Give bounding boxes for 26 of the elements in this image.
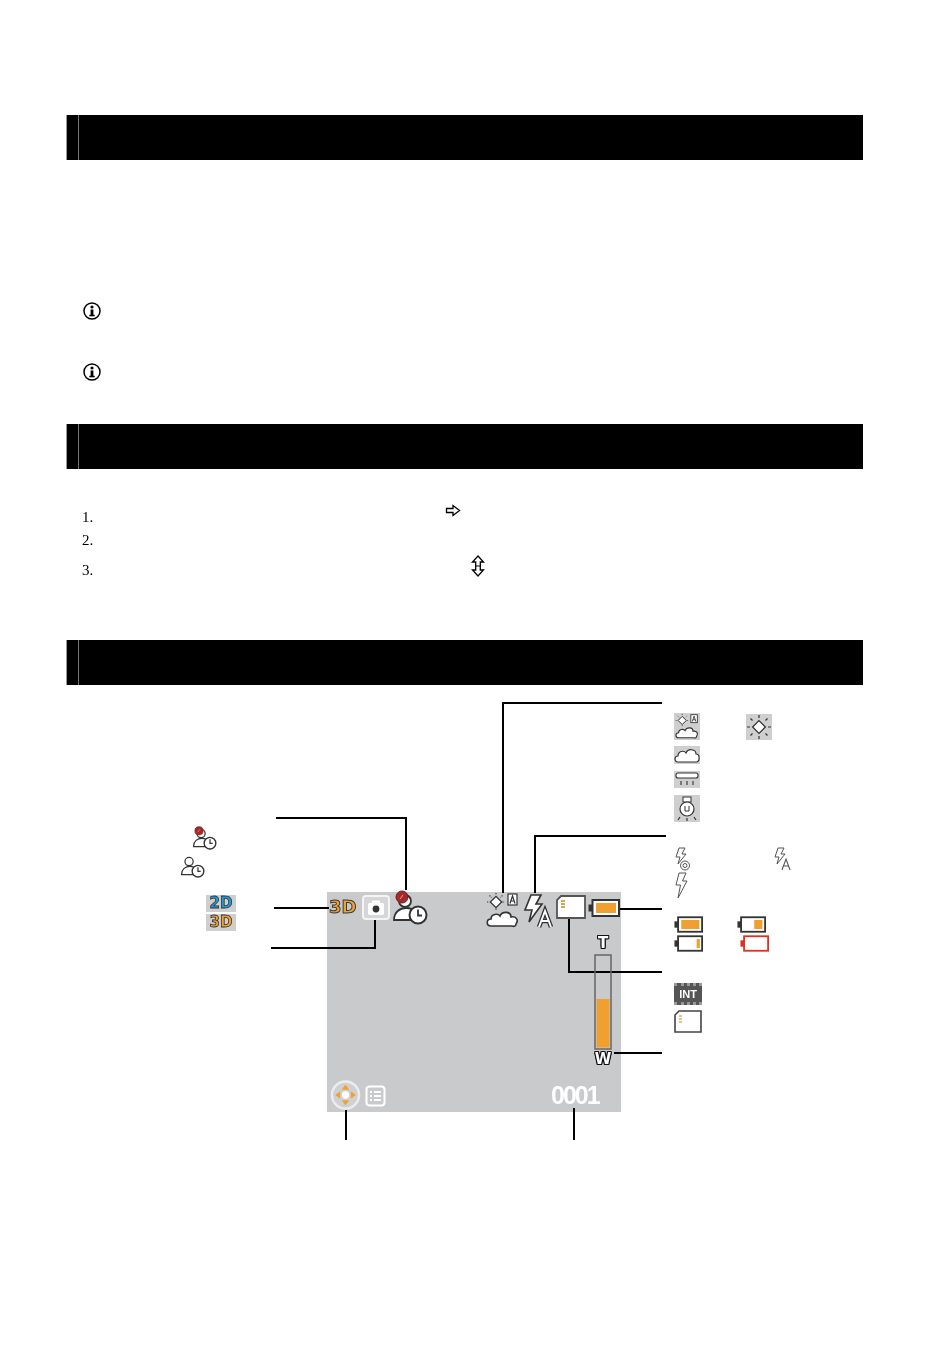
camera-icon — [362, 895, 390, 920]
lcd-screen — [327, 892, 621, 1112]
zoom-label: T — [597, 935, 609, 952]
leader-line — [568, 918, 663, 973]
list-number: 3. — [82, 562, 95, 579]
lightning-icon — [522, 893, 556, 928]
mode-label: 3D — [329, 897, 360, 917]
leader-line — [619, 908, 663, 910]
leader-line — [270, 919, 376, 949]
leader-line — [502, 702, 663, 894]
leader-line — [573, 1107, 575, 1141]
internal-memory-label: INT — [674, 983, 702, 1005]
leader-line — [275, 817, 407, 891]
battery-icon — [588, 899, 620, 917]
direction-pad-icon — [330, 1080, 361, 1110]
person-clock-icon — [392, 890, 428, 925]
leader-line — [273, 907, 330, 909]
memory-card-icon — [556, 895, 586, 919]
leader-line — [345, 1109, 347, 1141]
leader-line — [534, 835, 667, 894]
mode-label: 3D — [206, 914, 236, 931]
leader-line — [613, 1052, 663, 1054]
list-number: 1. — [82, 509, 95, 526]
list-number: 2. — [82, 532, 95, 549]
zoom-label: W — [594, 1051, 612, 1068]
mode-label: 2D — [206, 895, 236, 912]
